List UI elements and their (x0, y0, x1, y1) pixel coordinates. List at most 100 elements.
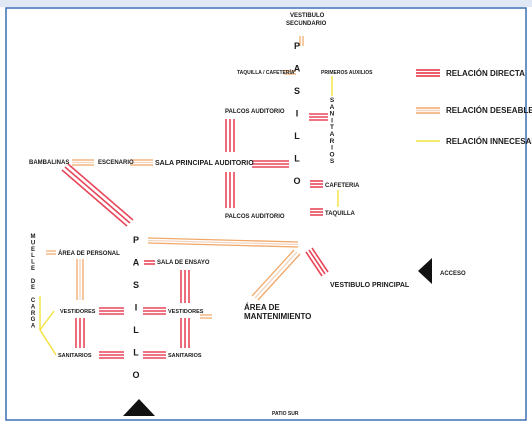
node-taquilla: TAQUILLA (325, 211, 356, 217)
line-deseable-pasillo-horizontal (147, 237, 299, 248)
vertical-letter: R (330, 138, 335, 145)
vertical-letter: E (31, 285, 35, 291)
vertical-letter: L (31, 253, 35, 259)
line-directa-palcos-top (225, 119, 235, 152)
node-sala-ensayo: SALA DE ENSAYO (157, 260, 210, 266)
node-vestibulo-secundario-2: SECUNDARIO (286, 21, 327, 27)
vertical-letter: O (293, 176, 300, 186)
legend-directa-swatch (416, 69, 440, 77)
line-directa-sala-pasillo (252, 160, 289, 168)
vertical-letter: G (31, 317, 36, 323)
vertical-letter: A (133, 258, 140, 268)
line-directa-sanitarios (309, 113, 328, 121)
bottom-entry-triangle-icon (123, 399, 155, 416)
vertical-letter: I (331, 117, 333, 124)
vertical-letter: T (330, 124, 334, 131)
node-area-personal: ÁREA DE PERSONAL (58, 250, 120, 257)
node-sanitarios-top: SANITARIOS (329, 97, 334, 165)
legend-deseable-swatch (416, 107, 440, 114)
node-area-mantenimiento-1: ÁREA DE (244, 303, 280, 312)
node-cafeteria: CAFETERIA (325, 183, 360, 189)
top-blue-bar (0, 0, 532, 7)
vertical-letter: P (133, 235, 139, 245)
vertical-letter: E (31, 247, 35, 253)
node-vestibulo-principal: VESTIBULO PRINCIPAL (330, 282, 410, 289)
vertical-letter: L (133, 325, 139, 335)
vertical-letter: A (294, 64, 301, 74)
node-palcos-top: PALCOS AUDITORIO (225, 109, 285, 115)
line-deseable-vest-right-ext (200, 314, 212, 319)
line-directa-ensayo-vest (180, 270, 190, 303)
acceso-arrow-icon (418, 258, 432, 284)
line-directa-sala-ensayo (144, 260, 155, 265)
node-labels: VESTIBULO SECUNDARIO TAQUILLA / CAFETERÍ… (29, 13, 466, 417)
line-deseable-vest-sec (299, 36, 304, 46)
node-acceso: ACCESO (440, 271, 466, 277)
node-patio-sur: PATIO SUR (272, 411, 299, 417)
line-deseable-personal-vest (76, 259, 84, 300)
line-directa-taquilla (310, 208, 323, 216)
node-sanitarios-right: SANITARIOS (168, 353, 202, 359)
relation-lines (39, 36, 339, 359)
vertical-letter: A (31, 304, 36, 310)
vertical-letter: O (329, 151, 334, 158)
legend-innecesaria-label: RELACIÓN INNECESARIA (446, 137, 532, 146)
vertical-letter: S (330, 97, 335, 104)
line-directa-vest-san-right (180, 318, 190, 348)
line-deseable-escenario (130, 159, 153, 166)
node-vestidores-left: VESTIDORES (60, 309, 96, 315)
vertical-letter: P (294, 41, 300, 51)
line-directa-san-left (99, 351, 124, 359)
vertical-letter: L (294, 154, 300, 164)
node-pasillo-top: P A S I L L O (293, 41, 300, 186)
node-sanitarios-left: SANITARIOS (58, 353, 92, 359)
node-bambalinas: BAMBALINAS (29, 160, 69, 166)
line-deseable-area-personal (46, 250, 56, 255)
legend: RELACIÓN DIRECTA RELACIÓN DESEABLE RELAC… (416, 69, 532, 146)
line-directa-vestibulo (305, 247, 329, 277)
node-area-mantenimiento-2: MANTENIMIENTO (244, 312, 311, 321)
vertical-letter: E (31, 266, 35, 272)
node-taquilla-cafeteria: TAQUILLA / CAFETERÍA (237, 68, 295, 76)
vertical-letter: S (133, 280, 139, 290)
vertical-letter: C (31, 298, 36, 304)
vertical-letter: A (330, 104, 335, 111)
legend-deseable-label: RELACIÓN DESEABLE (446, 106, 532, 115)
vertical-letter: L (294, 131, 300, 141)
vertical-letter: M (31, 234, 36, 240)
node-vestidores-right: VESTIDORES (168, 309, 204, 315)
node-escenario: ESCENARIO (98, 160, 134, 166)
vertical-letter: I (135, 303, 138, 313)
line-directa-cafeteria (310, 180, 323, 188)
node-palcos-bottom: PALCOS AUDITORIO (225, 214, 285, 220)
line-directa-bambalinas-diag (61, 163, 134, 227)
vertical-letter: R (31, 311, 36, 317)
vertical-letter: A (31, 324, 36, 330)
line-deseable-mantenimiento (251, 249, 301, 301)
vertical-letter: N (330, 111, 335, 118)
vertical-letter: O (132, 370, 139, 380)
line-directa-vest-right (143, 307, 166, 315)
line-directa-san-right (143, 351, 166, 359)
vertical-letter: A (330, 131, 335, 138)
node-primeros-auxilios: PRIMEROS AUXILIOS (321, 70, 373, 76)
vertical-letter: D (31, 279, 36, 285)
node-pasillo-main: P A S I L L O (132, 235, 139, 380)
vertical-letter: S (294, 86, 300, 96)
vertical-letter: L (133, 348, 139, 358)
line-deseable-bambalinas (72, 159, 94, 166)
vertical-letter: I (296, 109, 299, 119)
line-deseable-taq-caf (284, 70, 296, 75)
line-directa-palcos-bottom (225, 172, 235, 208)
node-sala-principal: SALA PRINCIPAL AUDITORIO (155, 160, 254, 167)
vertical-letter: I (331, 145, 333, 152)
node-vestibulo-secundario-1: VESTIBULO (290, 13, 325, 19)
vertical-letter: U (31, 240, 35, 246)
vertical-letter: S (330, 158, 335, 165)
line-directa-vest-left (99, 307, 124, 315)
legend-directa-label: RELACIÓN DIRECTA (446, 69, 525, 78)
vertical-letter: L (31, 260, 35, 266)
